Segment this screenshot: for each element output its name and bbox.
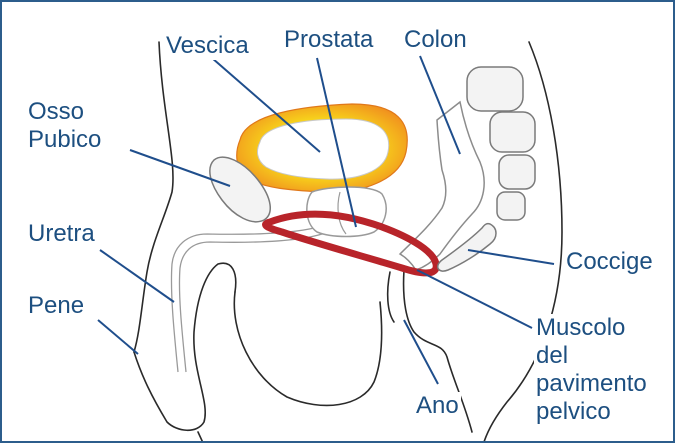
- abdomen-outline: [134, 42, 173, 352]
- label-muscolo-pavimento-pelvico: Muscolo del pavimento pelvico: [534, 314, 649, 426]
- leader-uretra: [100, 250, 174, 302]
- label-muscolo-line4: pelvico: [536, 398, 647, 426]
- label-muscolo-line3: pavimento: [536, 370, 647, 398]
- label-prostata: Prostata: [282, 26, 375, 54]
- urethra-tube-inner: [179, 232, 328, 372]
- scrotum-outline: [234, 292, 381, 405]
- label-colon: Colon: [402, 26, 469, 54]
- label-coccige: Coccige: [564, 248, 655, 276]
- label-osso-pubico-line2: Pubico: [28, 126, 101, 154]
- label-osso-pubico: Osso Pubico: [26, 98, 103, 154]
- label-pene: Pene: [26, 292, 86, 320]
- label-muscolo-line1: Muscolo: [536, 314, 647, 342]
- vertebra-4: [497, 192, 525, 220]
- label-vescica: Vescica: [164, 32, 251, 60]
- label-osso-pubico-line1: Osso: [28, 98, 101, 126]
- leader-muscolo: [417, 270, 532, 328]
- bladder-lumen: [258, 119, 389, 179]
- vertebra-2: [490, 112, 535, 152]
- perineum-outline: [388, 272, 394, 322]
- label-muscolo-line2: del: [536, 342, 647, 370]
- leader-coccige: [468, 250, 554, 264]
- label-ano: Ano: [414, 392, 461, 420]
- thigh-outline: [198, 432, 204, 443]
- leader-pene: [98, 320, 138, 354]
- vertebra-3: [499, 155, 535, 189]
- leader-ano: [404, 320, 438, 384]
- vertebra-1: [467, 67, 523, 111]
- label-uretra: Uretra: [26, 220, 97, 248]
- penis-outline: [134, 263, 236, 430]
